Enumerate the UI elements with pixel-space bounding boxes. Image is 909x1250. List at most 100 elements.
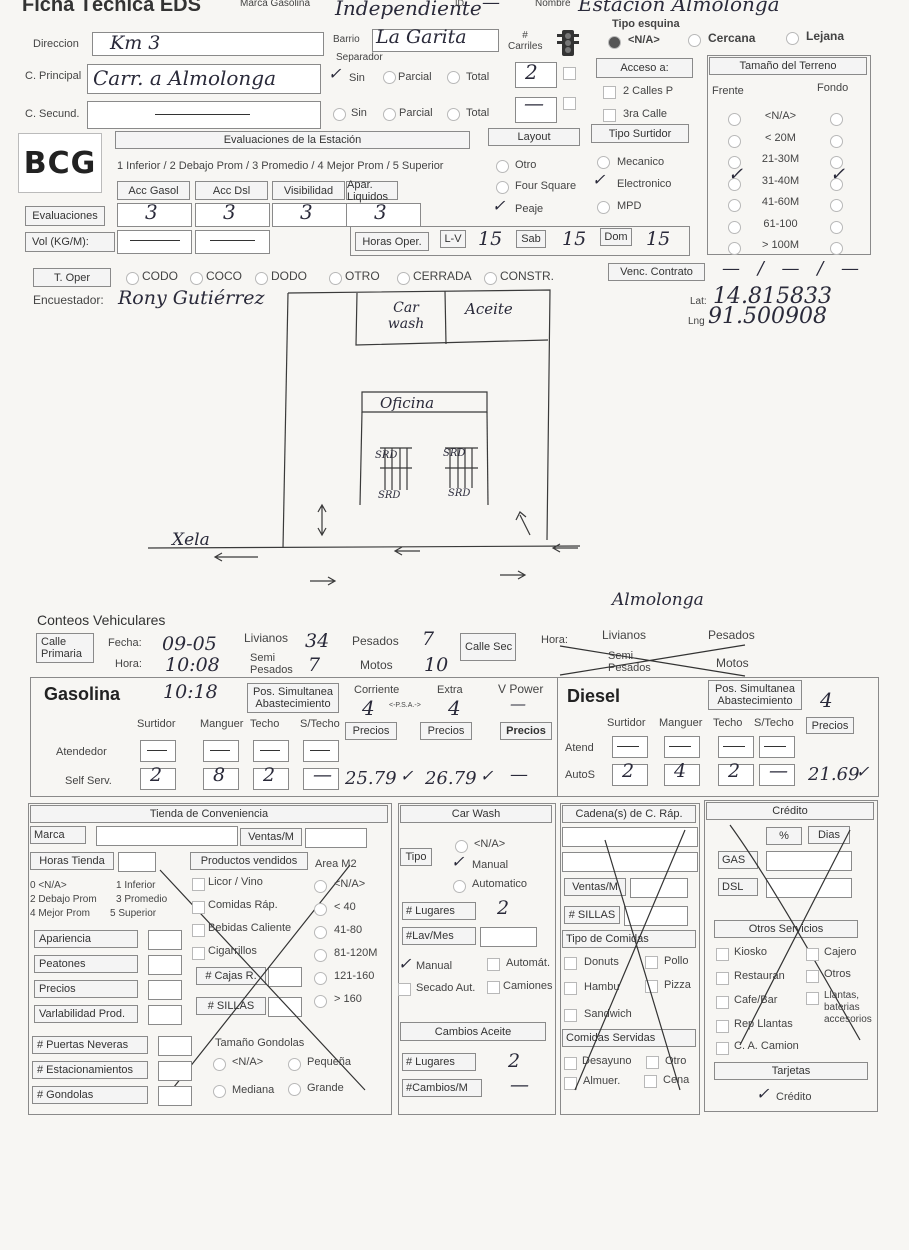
lat-value[interactable]: 14.815833 bbox=[713, 284, 832, 309]
carwash-lavmes-field[interactable] bbox=[480, 927, 537, 947]
eval-field-0[interactable] bbox=[117, 203, 192, 227]
cadena-pollo-check[interactable] bbox=[645, 956, 658, 969]
extra-value[interactable]: 4 bbox=[448, 696, 461, 720]
gasolina-precio-1-check[interactable]: ✓ bbox=[400, 766, 414, 785]
otros-check-6[interactable] bbox=[716, 1020, 729, 1033]
nombre-value[interactable]: Estación Almolonga bbox=[578, 0, 780, 16]
otros-check-1[interactable] bbox=[806, 948, 819, 961]
gasolina-precio-3[interactable]: — bbox=[510, 764, 528, 785]
tienda-area-radio-1[interactable] bbox=[314, 903, 327, 916]
layout-otro-radio[interactable] bbox=[496, 160, 509, 173]
tienda-count-field-0[interactable] bbox=[158, 1036, 192, 1056]
cadena-donuts-check[interactable] bbox=[564, 957, 577, 970]
diesel-precio-check[interactable]: ✓ bbox=[856, 762, 870, 781]
eval-field-1[interactable] bbox=[195, 203, 270, 227]
acceso-3ra-check[interactable] bbox=[603, 109, 616, 122]
cprincipal-field[interactable] bbox=[87, 64, 321, 94]
cadena-otro-check[interactable] bbox=[646, 1056, 659, 1069]
barrio-field[interactable] bbox=[372, 29, 499, 52]
marca-value[interactable]: Independiente bbox=[335, 0, 482, 20]
carriles-secund-check[interactable] bbox=[563, 97, 576, 110]
separador2-total-radio[interactable] bbox=[447, 108, 460, 121]
separador-total-radio[interactable] bbox=[447, 71, 460, 84]
otros-check-2[interactable] bbox=[716, 972, 729, 985]
fondo-radio-5[interactable] bbox=[830, 220, 843, 234]
carriles-principal-field[interactable] bbox=[515, 62, 557, 88]
cadena-field-2[interactable] bbox=[562, 852, 698, 872]
fecha-value[interactable]: 09-05 bbox=[162, 633, 217, 655]
fondo-radio-2[interactable] bbox=[830, 156, 843, 169]
gondola-grande-radio[interactable] bbox=[288, 1083, 301, 1096]
dsl-atend-0[interactable] bbox=[612, 736, 648, 758]
dsl-autos-0[interactable] bbox=[612, 764, 648, 786]
toper-radio-3[interactable] bbox=[329, 272, 342, 285]
lng-value[interactable]: 91.500908 bbox=[708, 304, 827, 329]
carwash-camiones-check[interactable] bbox=[487, 981, 500, 994]
eval-field-2[interactable] bbox=[272, 203, 347, 227]
motos-value[interactable]: 10 bbox=[424, 654, 449, 676]
toper-radio-4[interactable] bbox=[397, 272, 410, 285]
cadena-ventas-field[interactable] bbox=[630, 878, 688, 898]
eval-field-3[interactable] bbox=[346, 203, 421, 227]
tienda-rating-field-2[interactable] bbox=[148, 980, 182, 1000]
cadena-desayuno-check[interactable] bbox=[564, 1057, 577, 1070]
tienda-count-field-2[interactable] bbox=[158, 1086, 192, 1106]
gasolina-time[interactable]: 10:18 bbox=[163, 681, 218, 703]
dsl-autos-2[interactable] bbox=[718, 764, 754, 786]
dsl-atend-2[interactable] bbox=[718, 736, 754, 758]
gas-self-3[interactable] bbox=[303, 768, 339, 790]
frente-radio-6[interactable] bbox=[728, 242, 741, 255]
dom-value[interactable]: 15 bbox=[646, 228, 671, 250]
diesel-precio[interactable]: 21.69 bbox=[808, 764, 860, 785]
gasolina-precio-2-check[interactable]: ✓ bbox=[480, 766, 494, 785]
venc-contrato-value[interactable]: — / — / — bbox=[722, 258, 866, 279]
gondola-pequena-radio[interactable] bbox=[288, 1058, 301, 1071]
tienda-horas-field[interactable] bbox=[118, 852, 156, 872]
carwash-secado-check[interactable] bbox=[398, 983, 411, 996]
tienda-count-field-1[interactable] bbox=[158, 1061, 192, 1081]
tienda-prod-check-2[interactable] bbox=[192, 924, 205, 937]
tienda-area-radio-5[interactable] bbox=[314, 995, 327, 1008]
tienda-rating-field-1[interactable] bbox=[148, 955, 182, 975]
toper-radio-5[interactable] bbox=[484, 272, 497, 285]
carwash-lugares-value[interactable]: 2 bbox=[497, 897, 510, 919]
gas-atend-1[interactable] bbox=[203, 740, 239, 762]
cadena-almuer-check[interactable] bbox=[564, 1077, 577, 1090]
tienda-area-radio-4[interactable] bbox=[314, 972, 327, 985]
layout-peaje-check[interactable]: ✓ bbox=[492, 196, 506, 215]
cadena-field-1[interactable] bbox=[562, 827, 698, 847]
otros-check-5[interactable] bbox=[806, 992, 819, 1005]
tienda-area-radio-0[interactable] bbox=[314, 880, 327, 893]
tienda-rating-field-0[interactable] bbox=[148, 930, 182, 950]
corriente-value[interactable]: 4 bbox=[362, 696, 375, 720]
separador2-parcial-radio[interactable] bbox=[383, 108, 396, 121]
tienda-ventas-field[interactable] bbox=[305, 828, 367, 848]
gondola-mediana-radio[interactable] bbox=[213, 1085, 226, 1098]
fondo-radio-1[interactable] bbox=[830, 134, 843, 148]
cadena-cena-check[interactable] bbox=[644, 1075, 657, 1088]
gasolina-precio-1[interactable]: 25.79 bbox=[345, 768, 397, 789]
otros-check-3[interactable] bbox=[806, 970, 819, 983]
otros-check-0[interactable] bbox=[716, 948, 729, 961]
tienda-area-radio-2[interactable] bbox=[314, 926, 327, 939]
cambios-cambios-value[interactable]: — bbox=[510, 1074, 529, 1096]
frente-radio-4[interactable] bbox=[728, 199, 741, 212]
frente-radio-2[interactable] bbox=[728, 156, 741, 169]
otros-check-4[interactable] bbox=[716, 996, 729, 1009]
dsl-atend-1[interactable] bbox=[664, 736, 700, 758]
lv-value[interactable]: 15 bbox=[478, 228, 503, 250]
esquina-lejana-radio[interactable] bbox=[786, 32, 799, 45]
vol-dsl-field[interactable] bbox=[195, 230, 270, 254]
toper-radio-0[interactable] bbox=[126, 272, 139, 285]
pesados-value[interactable]: 7 bbox=[422, 628, 435, 650]
tienda-prod-check-0[interactable] bbox=[192, 878, 205, 891]
sab-value[interactable]: 15 bbox=[562, 228, 587, 250]
carwash-manual-check[interactable]: ✓ bbox=[451, 852, 465, 871]
surtidor-mecanico-radio[interactable] bbox=[597, 156, 610, 169]
vol-gas-field[interactable] bbox=[117, 230, 192, 254]
gas-self-2[interactable] bbox=[253, 768, 289, 790]
carriles-principal-check[interactable] bbox=[563, 67, 576, 80]
acceso-2calles-check[interactable] bbox=[603, 86, 616, 99]
toper-radio-2[interactable] bbox=[255, 272, 268, 285]
credito-gas-field[interactable] bbox=[766, 851, 852, 871]
